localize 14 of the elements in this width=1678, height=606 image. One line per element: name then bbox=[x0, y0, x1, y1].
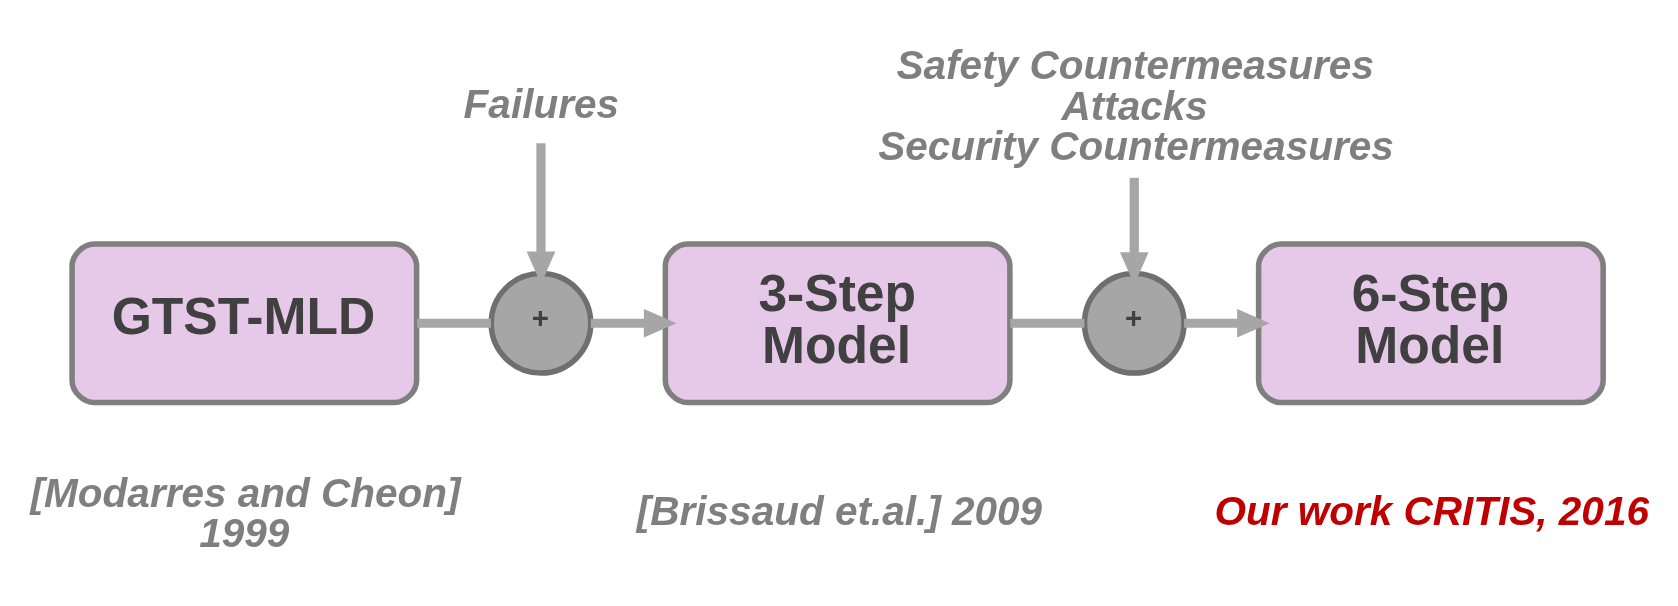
node-label: Our work CRITIS, 2016 bbox=[1214, 488, 1649, 535]
node-box: 3-Step Model bbox=[662, 241, 1013, 406]
connector bbox=[1010, 318, 1085, 328]
node-text: Safety Countermeasures Attacks Security Countermeasures bbox=[878, 42, 1394, 170]
arrow bbox=[1184, 308, 1270, 338]
node-label: [Modarres and Cheon] 1999 bbox=[30, 469, 461, 557]
node-text: Failures bbox=[463, 81, 619, 128]
node-circle: + bbox=[488, 270, 594, 376]
node-circle: + bbox=[1081, 270, 1187, 376]
connector bbox=[417, 318, 492, 328]
arrow bbox=[590, 308, 677, 338]
node-label: [Brissaud et.al.] 2009 bbox=[636, 488, 1043, 535]
node-box: 6-Step Model bbox=[1255, 241, 1606, 406]
node-box: GTST-MLD bbox=[69, 241, 420, 406]
